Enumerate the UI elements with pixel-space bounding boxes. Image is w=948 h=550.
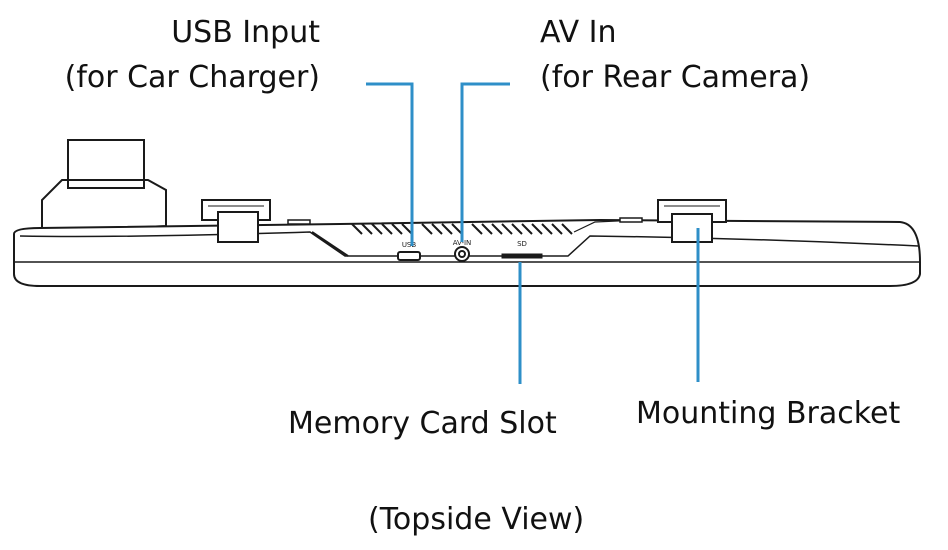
vent-grille bbox=[351, 223, 573, 235]
av-in-label: AV In bbox=[540, 15, 617, 50]
av-port bbox=[454, 246, 470, 262]
av-in-sublabel: (for Rear Camera) bbox=[540, 60, 811, 95]
right-mount-clip bbox=[657, 199, 727, 243]
card-slot-marking: SD bbox=[517, 240, 527, 248]
card-slot bbox=[501, 253, 543, 259]
usb-leader-line bbox=[366, 82, 414, 246]
usb-port bbox=[397, 251, 421, 261]
memory-card-label: Memory Card Slot bbox=[288, 406, 557, 441]
usb-port-marking: USB bbox=[402, 241, 417, 249]
usb-input-sublabel: (for Car Charger) bbox=[64, 60, 320, 95]
camera-housing bbox=[41, 139, 167, 234]
view-caption: (Topside View) bbox=[368, 502, 585, 537]
mounting-bracket-label: Mounting Bracket bbox=[636, 396, 901, 431]
left-mount-clip bbox=[201, 199, 271, 243]
leader-lines bbox=[366, 82, 700, 384]
av-leader-line bbox=[460, 82, 510, 242]
usb-input-label: USB Input bbox=[171, 15, 320, 50]
body-tabs bbox=[287, 217, 643, 225]
av-port-marking: AV-IN bbox=[453, 239, 472, 247]
